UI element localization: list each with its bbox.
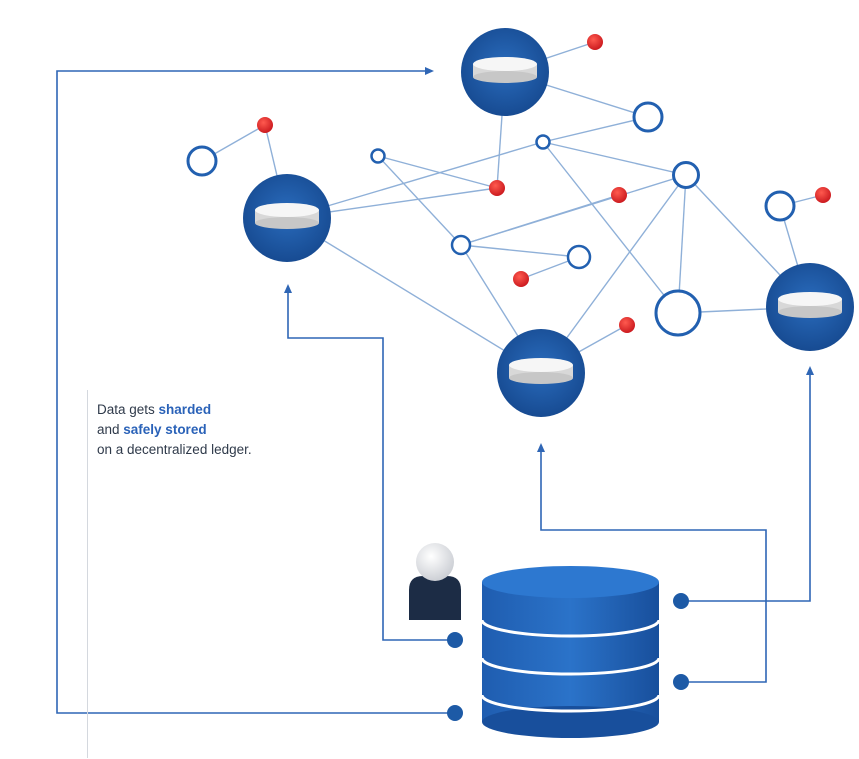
user-icon: [409, 543, 461, 620]
disk-icon: [778, 292, 842, 318]
peer-nodes: [186, 101, 796, 337]
shard-dot-icon: [257, 117, 273, 133]
shard-dot-icon: [513, 271, 529, 287]
caption-text: and: [97, 422, 124, 437]
peer-node-icon: [764, 190, 796, 222]
edge: [377, 155, 498, 189]
database-icon: [480, 566, 661, 738]
storage-node-right: [766, 263, 854, 351]
shard-dot-icon: [619, 317, 635, 333]
shard-dots: [257, 34, 831, 333]
connector-dot: [673, 674, 689, 690]
edge: [460, 244, 580, 258]
caption-line-2: and safely stored: [97, 420, 252, 440]
edge: [542, 141, 679, 314]
connector-dot: [447, 632, 463, 648]
shard-dot-icon: [611, 187, 627, 203]
connector-dot: [447, 705, 463, 721]
caption-divider: [87, 390, 88, 758]
arrow-to-top-node: [56, 67, 455, 714]
peer-node-icon: [186, 145, 218, 177]
peer-node-icon: [450, 234, 472, 256]
connector-dot: [673, 593, 689, 609]
edge: [460, 174, 687, 246]
disk-icon: [255, 203, 319, 229]
shard-dot-icon: [587, 34, 603, 50]
caption-highlight: safely stored: [123, 422, 207, 437]
edge: [377, 155, 462, 246]
storage-node-center: [497, 329, 585, 417]
storage-node-top: [461, 28, 549, 116]
peer-node-icon: [654, 289, 702, 337]
shard-dot-icon: [815, 187, 831, 203]
disk-icon: [473, 57, 537, 83]
arrow-to-right-node: [681, 366, 814, 602]
arrow-to-left-node: [284, 284, 455, 641]
caption-line-3: on a decentralized ledger.: [97, 442, 252, 457]
caption-line-1: Data gets sharded: [97, 400, 252, 420]
connector-dots: [447, 593, 689, 721]
peer-node-icon: [566, 244, 592, 270]
edge: [286, 141, 544, 219]
storage-node-left: [243, 174, 331, 262]
edge: [542, 141, 687, 176]
peer-node-icon: [672, 161, 700, 189]
caption-highlight: sharded: [158, 402, 212, 417]
arrow-to-center-node: [537, 443, 767, 683]
caption: Data gets sharded and safely stored on a…: [97, 400, 252, 460]
edge: [542, 116, 649, 143]
caption-text: Data gets: [97, 402, 159, 417]
edge: [286, 217, 542, 374]
peer-node-icon: [370, 148, 386, 164]
flow-arrows: [56, 67, 814, 714]
disk-icon: [509, 358, 573, 384]
shard-dot-icon: [489, 180, 505, 196]
peer-node-icon: [535, 134, 551, 150]
peer-node-icon: [632, 101, 664, 133]
